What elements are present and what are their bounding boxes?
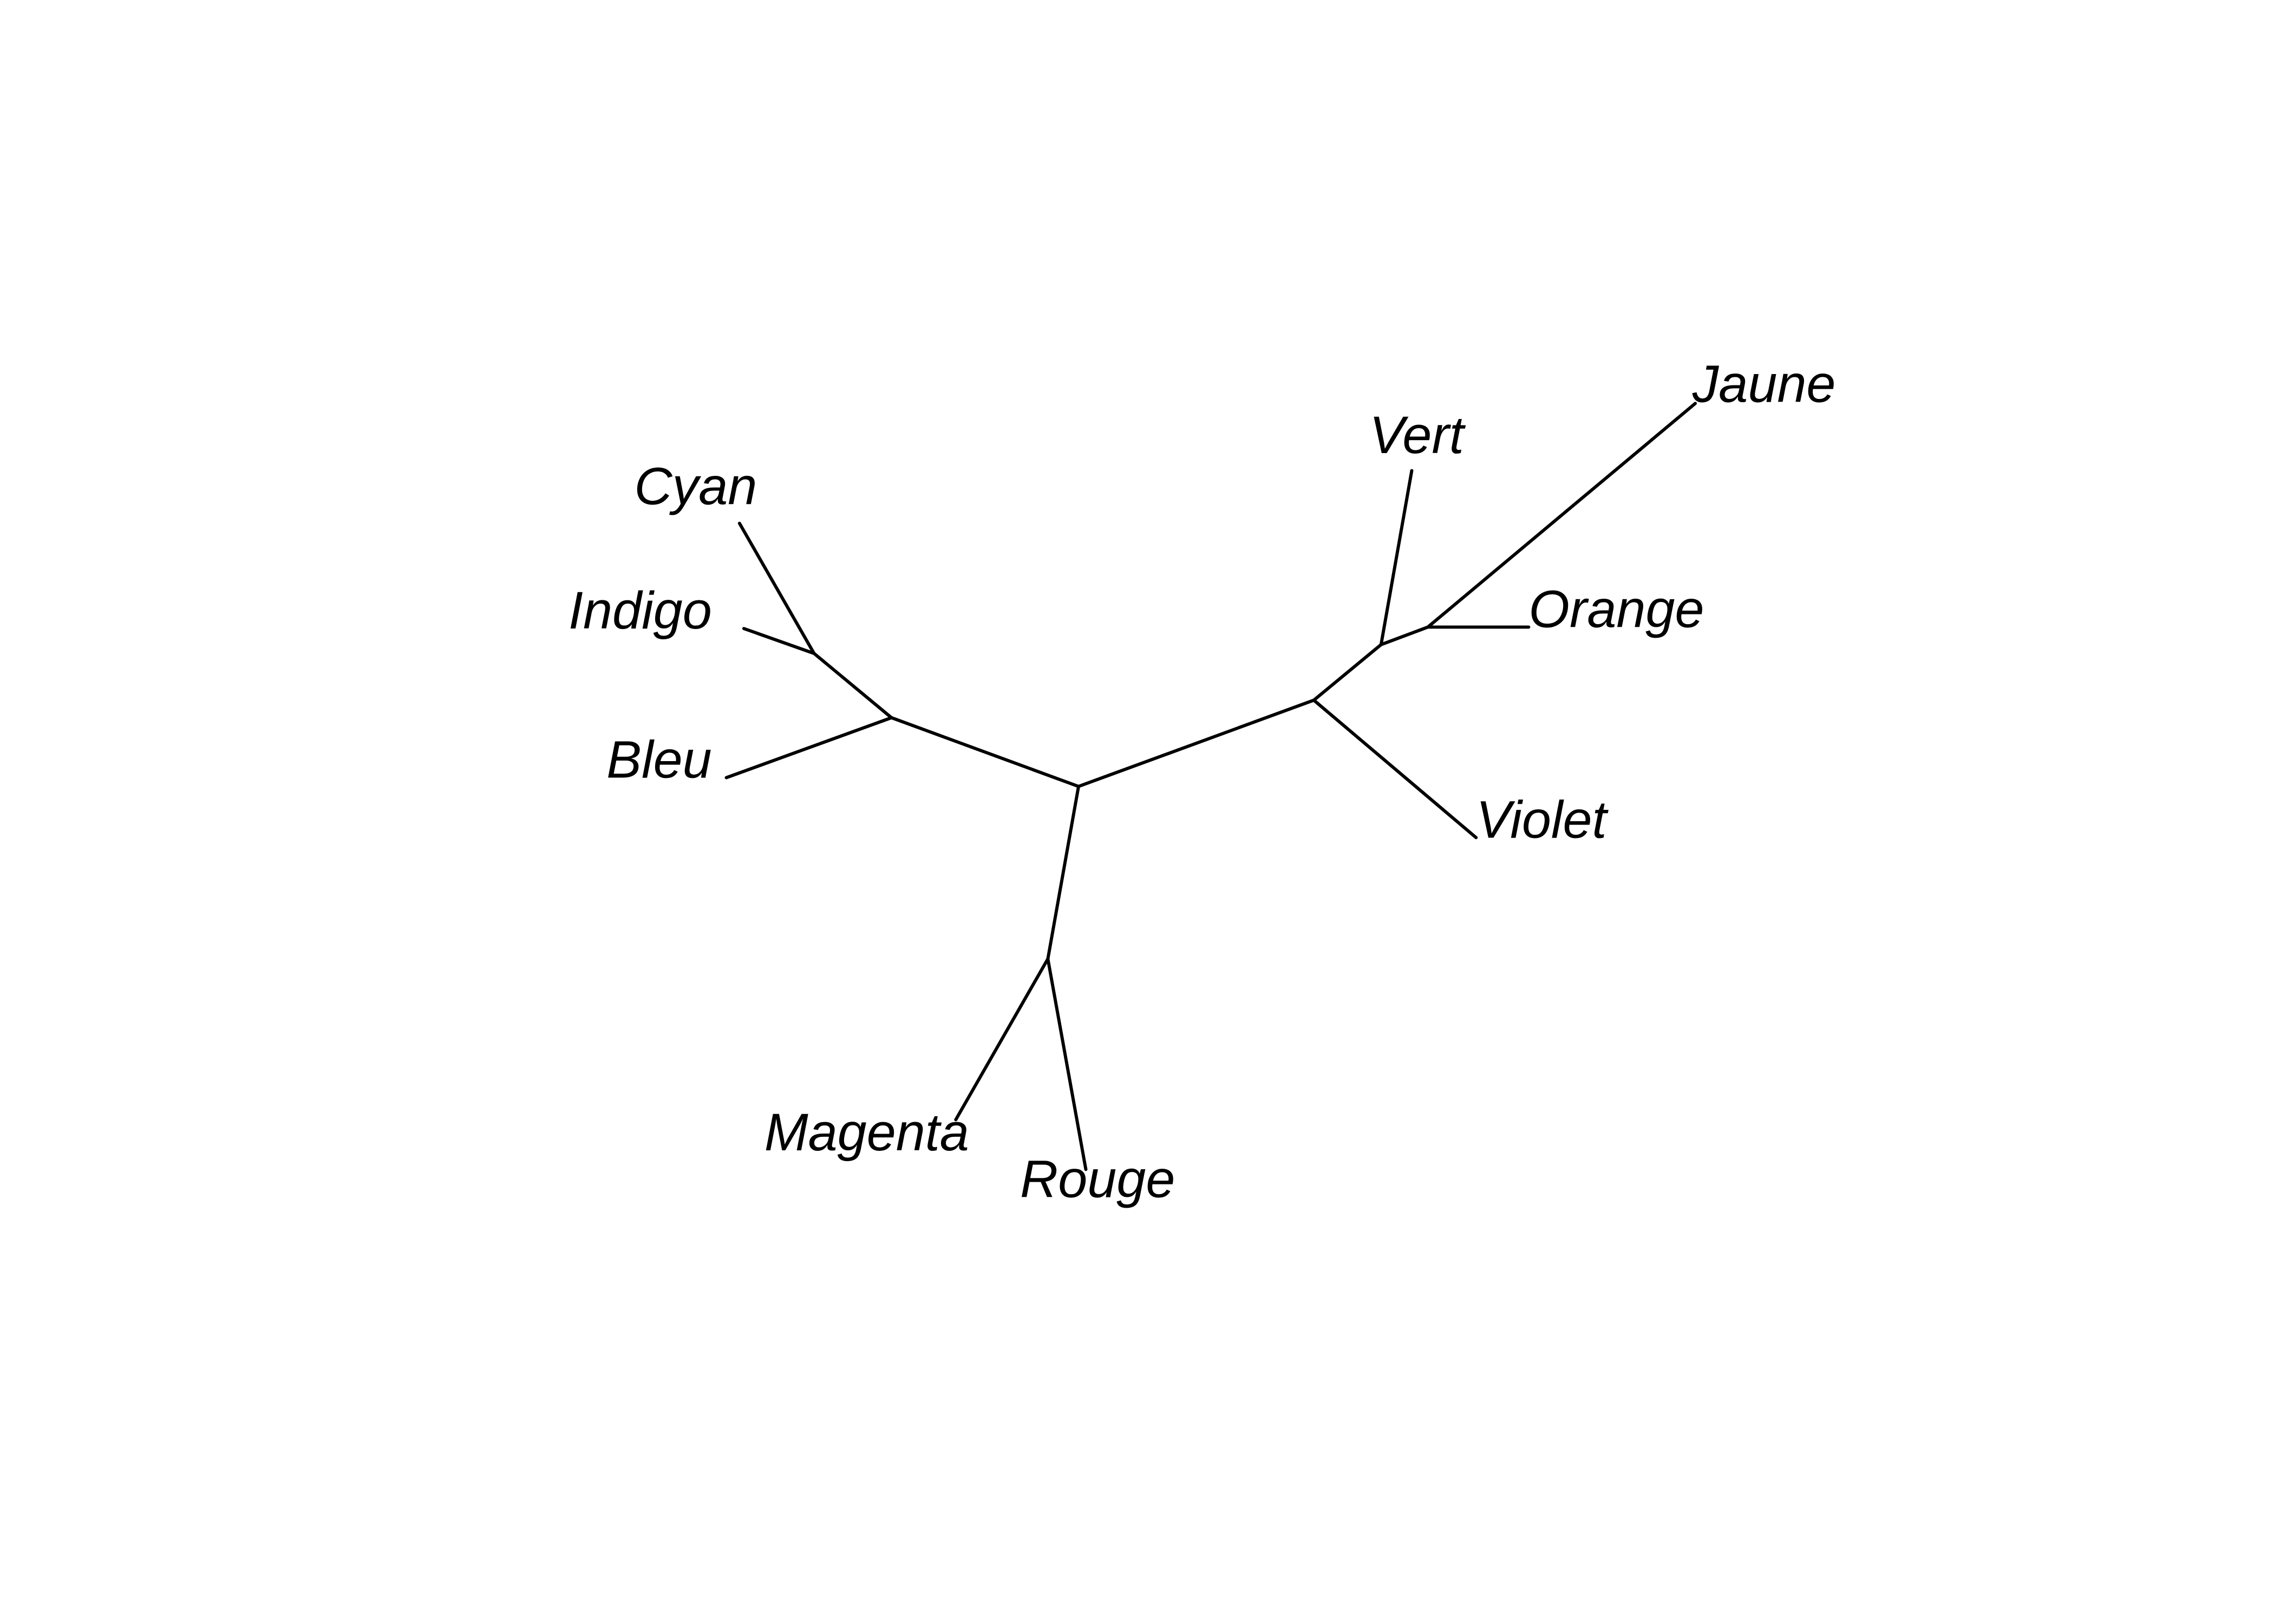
branch-violet [1312, 698, 1478, 840]
branch-root-bottom [1046, 784, 1080, 961]
branch-bleu [724, 716, 893, 780]
branch-rouge [1046, 957, 1088, 1171]
leaf-label-bleu: Bleu [606, 730, 711, 789]
leaf-labels: Cyan Indigo Bleu Vert Jaune Orange Viole… [568, 355, 1835, 1209]
branch-vert [1379, 469, 1414, 646]
leaf-label-vert: Vert [1369, 405, 1466, 464]
tree-branches [724, 402, 1697, 1171]
branch-root-right [1077, 698, 1316, 788]
branch-cyan [737, 521, 816, 655]
branch-magenta [954, 957, 1050, 1122]
leaf-label-rouge: Rouge [1020, 1150, 1175, 1209]
leaf-label-indigo: Indigo [568, 581, 712, 640]
leaf-label-orange: Orange [1528, 579, 1704, 638]
branch-root-left [890, 716, 1080, 788]
branch-right-inner [1312, 643, 1383, 702]
leaf-label-cyan: Cyan [634, 457, 757, 516]
leaf-label-jaune: Jaune [1692, 355, 1836, 414]
leaf-label-magenta: Magenta [764, 1103, 969, 1162]
leaf-label-violet: Violet [1476, 790, 1609, 849]
branch-jaune [1426, 402, 1697, 629]
branch-jauneorange [1379, 625, 1430, 646]
branch-indigo [742, 627, 816, 655]
branch-left-cyanindigo [812, 652, 893, 719]
